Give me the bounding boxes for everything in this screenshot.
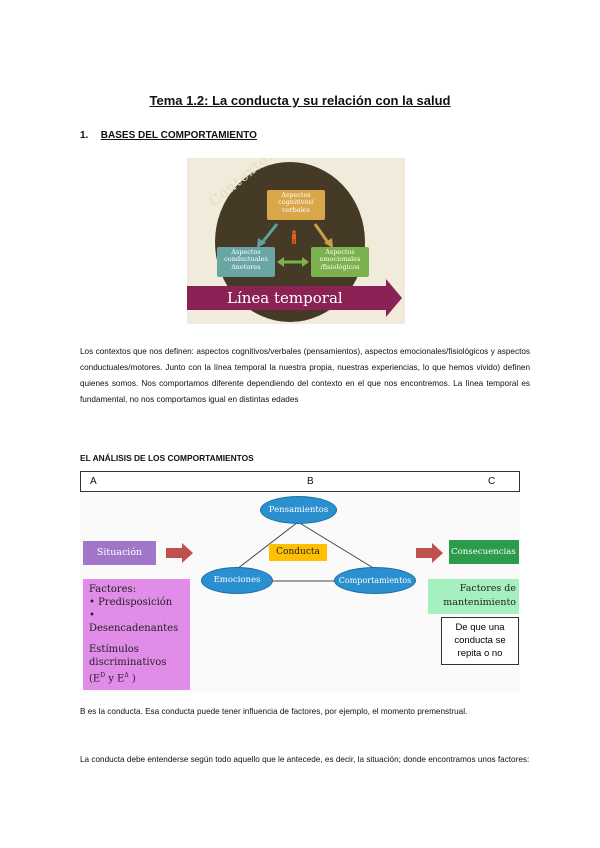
abc-header-row: A B C <box>80 471 520 492</box>
maintenance-factors-box: Factores de mantenimiento <box>428 579 519 614</box>
column-b-label: B <box>307 476 314 487</box>
person-icon <box>292 230 296 244</box>
cognitive-aspects-box: Aspectos cognitivos/ verbales <box>267 190 325 220</box>
paragraph-antecedents: La conducta debe entenderse según todo a… <box>80 755 530 764</box>
timeline-arrowhead <box>386 279 402 317</box>
timeline-band <box>187 286 387 310</box>
behavior-box: Conducta <box>269 544 327 561</box>
diagram-connectors <box>166 521 443 582</box>
factors-title: Factores: <box>89 584 137 595</box>
situation-box: Situación <box>83 541 156 565</box>
document-title: Tema 1.2: La conducta y su relación con … <box>149 93 451 108</box>
contexts-diagram: Contextos Aspectos cognitivos/ verbales … <box>187 158 405 324</box>
factor-item: • Desencadenantes <box>89 610 179 634</box>
timeline-label: Línea temporal <box>227 289 343 307</box>
section-heading-bases: 1. BASES DEL COMPORTAMIENTO <box>80 130 257 141</box>
stimuli-line-2: discriminativos <box>89 657 167 668</box>
consequences-box: Consecuencias <box>449 540 519 564</box>
paragraph-contexts: Los contextos que nos definen: aspectos … <box>80 347 530 404</box>
section-heading-analysis: EL ANÁLISIS DE LOS COMPORTAMIENTOS <box>80 453 254 463</box>
repeat-note-box: De que una conducta se repita o no <box>441 617 519 665</box>
paragraph-behavior: B es la conducta. Esa conducta puede ten… <box>80 707 468 716</box>
emotional-aspects-box: Aspectos emocionales /fisiológicos <box>311 247 369 277</box>
column-a-label: A <box>90 476 97 487</box>
column-c-label: C <box>488 476 496 487</box>
section-label: BASES DEL COMPORTAMIENTO <box>100 130 257 141</box>
factors-box: Factores: • Predisposición • Desencadena… <box>83 579 190 690</box>
factor-item: • Predisposición <box>89 597 173 608</box>
section-number: 1. <box>80 130 89 141</box>
stimuli-line-1: Estímulos <box>89 644 139 655</box>
thoughts-oval: Pensamientos <box>260 496 337 524</box>
behaviors-oval: Comportamientos <box>334 567 416 594</box>
emotions-oval: Emociones <box>201 567 273 594</box>
behavioral-aspects-box: Aspectos conductuales /motores <box>217 247 275 277</box>
relation-arrows <box>257 223 333 267</box>
behavior-analysis-diagram: Situación Pensamientos Conducta Emocione… <box>80 492 520 692</box>
stimuli-notation: (ED y EΔ ) <box>89 672 136 685</box>
